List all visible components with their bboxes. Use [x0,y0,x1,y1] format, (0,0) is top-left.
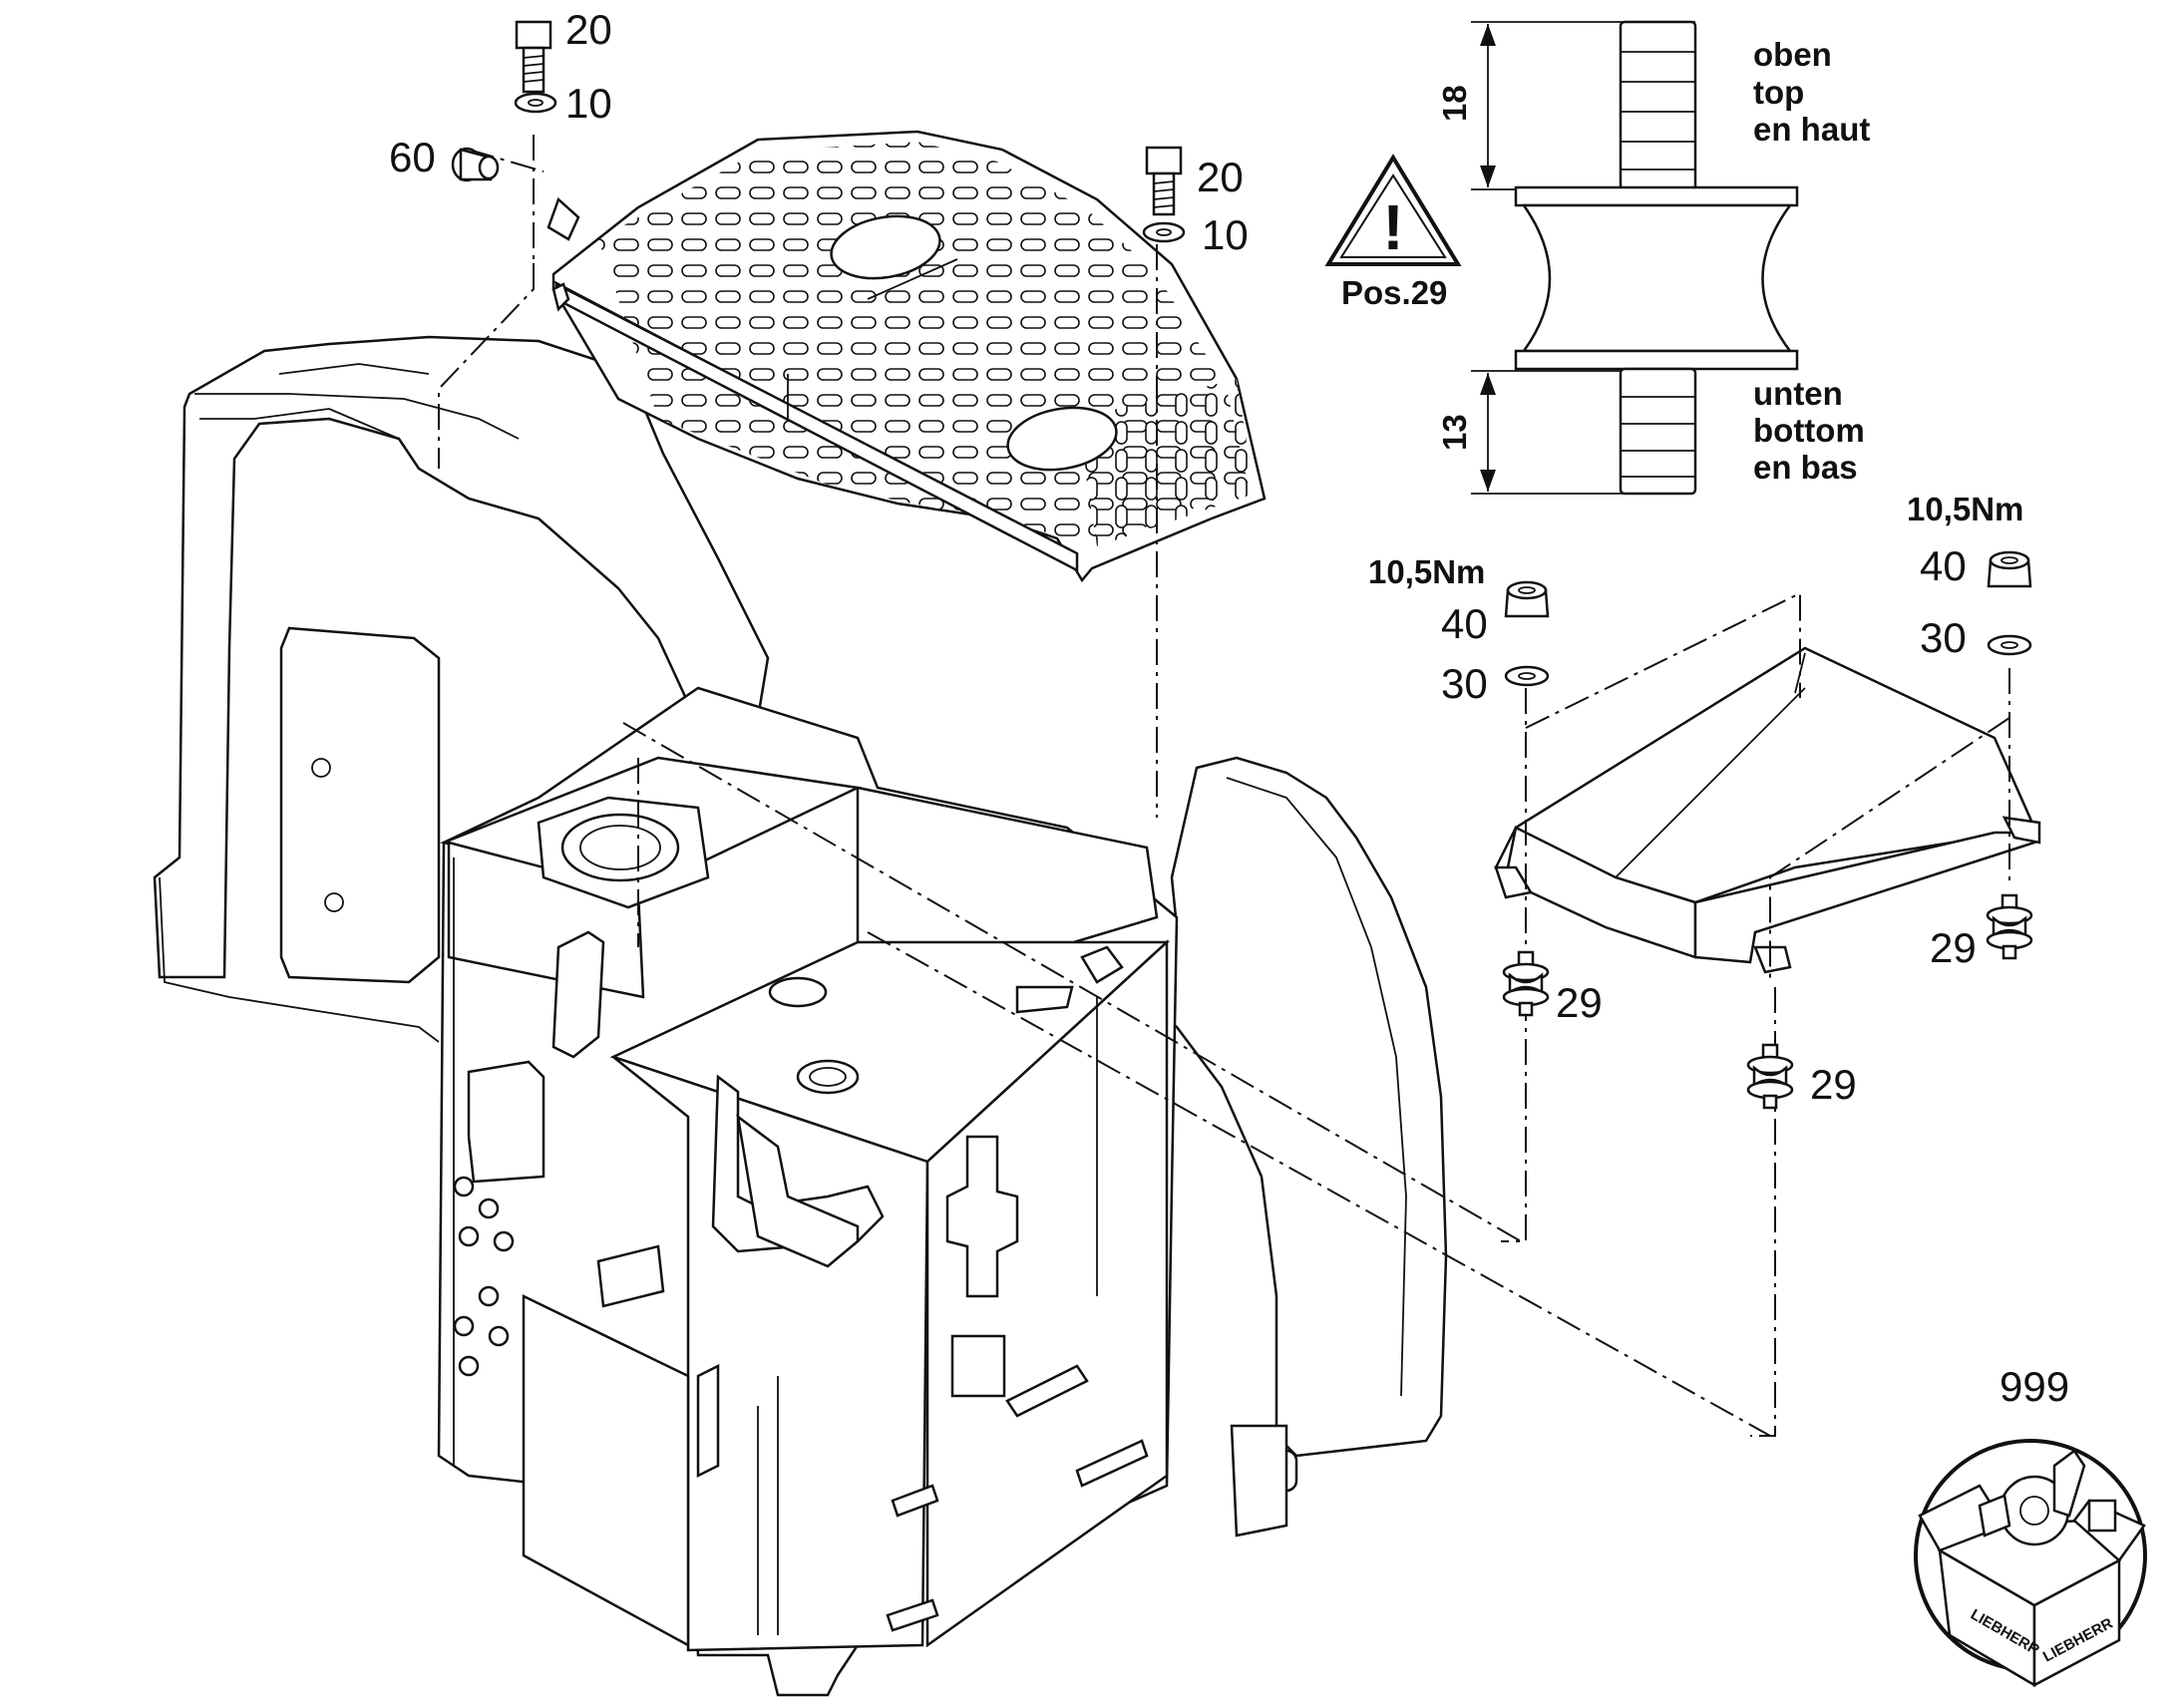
tank-assembly [437,686,1179,1697]
washer-right-icon [1142,221,1186,243]
plug-icon [451,147,500,182]
callout-bolt-left: 20 [565,6,612,53]
callout-nut-left: 40 [1441,600,1488,647]
rubber-mount-left-icon [1502,950,1550,1017]
assembly-lines [438,135,2010,1437]
bolt-left-icon [515,20,552,94]
spare-parts-box-icon [1914,1439,2147,1688]
nut-left-icon [1504,580,1550,618]
callout-washer-right: 10 [1202,211,1249,258]
nut-right-icon [1987,550,2032,588]
dim-bottom: 13 [1436,414,1473,451]
label-top-en: top [1753,74,1804,111]
torque-left: 10,5Nm [1368,553,1485,590]
label-top-fr: en haut [1753,111,1870,148]
torque-right: 10,5Nm [1907,491,2023,527]
engine-cover-grille [546,130,1267,583]
label-top-de: oben [1753,36,1832,73]
warning-triangle-icon: ! [1324,154,1462,266]
callout-nut-right: 40 [1920,542,1967,589]
rubber-mount-center-icon [1746,1043,1794,1110]
callout-washer-nut-left: 30 [1441,660,1488,707]
warning-glyph: ! [1382,191,1403,263]
right-cover-panel [1494,646,2041,974]
dim-top: 18 [1436,85,1473,122]
callout-mount-right: 29 [1930,924,1977,971]
rubber-mount-right-icon [1986,893,2033,960]
callout-mount-center: 29 [1810,1061,1857,1108]
callout-plug: 60 [389,134,436,180]
callout-kit: 999 [1999,1363,2069,1410]
label-bottom-fr: en bas [1753,449,1858,486]
mount-detail-drawing [1471,20,1799,496]
washer-nut-left-icon [1504,665,1550,687]
callout-washer-left: 10 [565,80,612,127]
label-bottom-en: bottom [1753,412,1865,449]
callout-mount-left: 29 [1556,979,1603,1026]
callout-bolt-right: 20 [1197,154,1244,200]
hydraulic-fittings [453,1176,515,1377]
callout-washer-nut-right: 30 [1920,614,1967,661]
warning-label: Pos.29 [1341,274,1447,311]
bolt-right-icon [1145,146,1183,216]
washer-nut-right-icon [1987,634,2032,656]
washer-left-icon [514,92,557,114]
label-bottom-de: unten [1753,375,1843,412]
